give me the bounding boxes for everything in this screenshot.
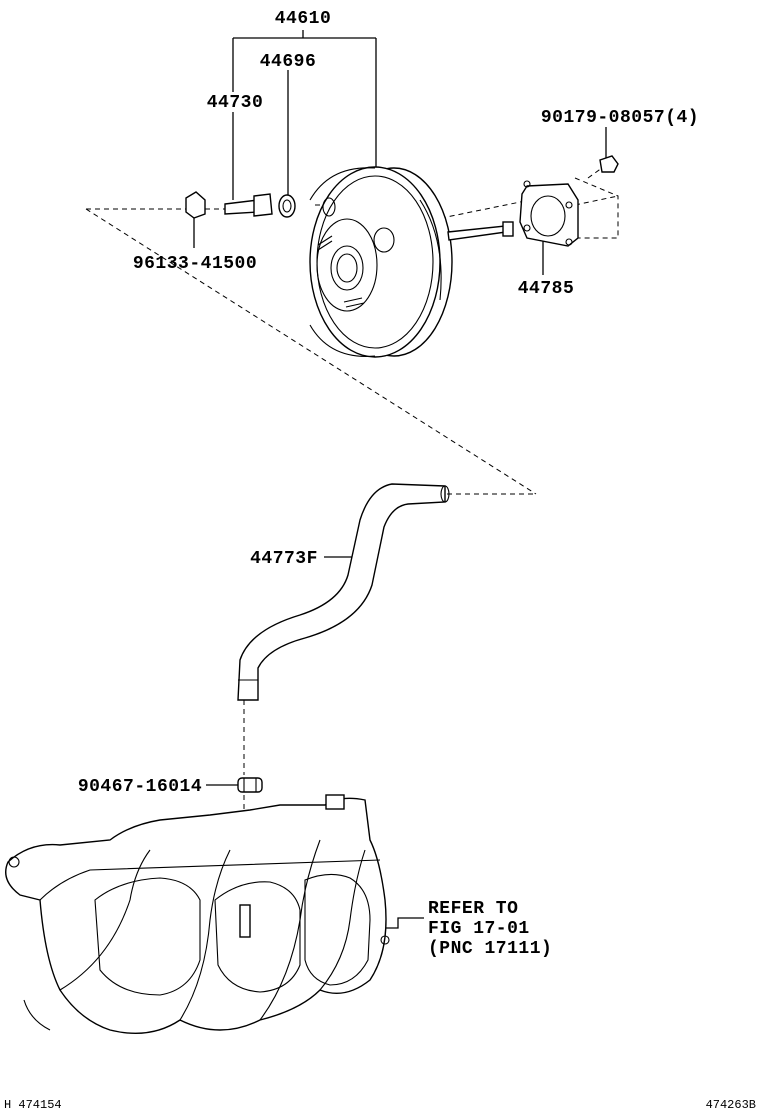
gasket <box>519 180 579 247</box>
label-96133-41500[interactable]: 96133-41500 <box>133 254 257 274</box>
leader-lines <box>193 30 607 929</box>
part-labels: 44610 44696 44730 90179-08057(4) 96133-4… <box>4 9 756 1112</box>
check-valve-parts <box>185 191 296 219</box>
brake-booster <box>309 166 514 358</box>
hose-clip <box>237 777 263 793</box>
nut <box>599 155 619 173</box>
label-44610[interactable]: 44610 <box>275 9 332 29</box>
label-44730[interactable]: 44730 <box>207 93 264 113</box>
intake-manifold <box>5 794 390 1035</box>
footer-right-code: 474263B <box>706 1098 756 1112</box>
label-44785[interactable]: 44785 <box>518 279 575 299</box>
label-44773F[interactable]: 44773F <box>250 549 318 569</box>
refer-to-line1[interactable]: REFER TO <box>428 899 518 919</box>
footer-left-code: H 474154 <box>4 1098 62 1112</box>
label-44696[interactable]: 44696 <box>260 52 317 72</box>
label-90179-08057[interactable]: 90179-08057(4) <box>541 108 699 128</box>
refer-to-line2[interactable]: FIG 17-01 <box>428 919 530 939</box>
label-90467-16014[interactable]: 90467-16014 <box>78 777 202 797</box>
refer-to-line3[interactable]: (PNC 17111) <box>428 939 552 959</box>
vacuum-hose <box>237 483 450 701</box>
